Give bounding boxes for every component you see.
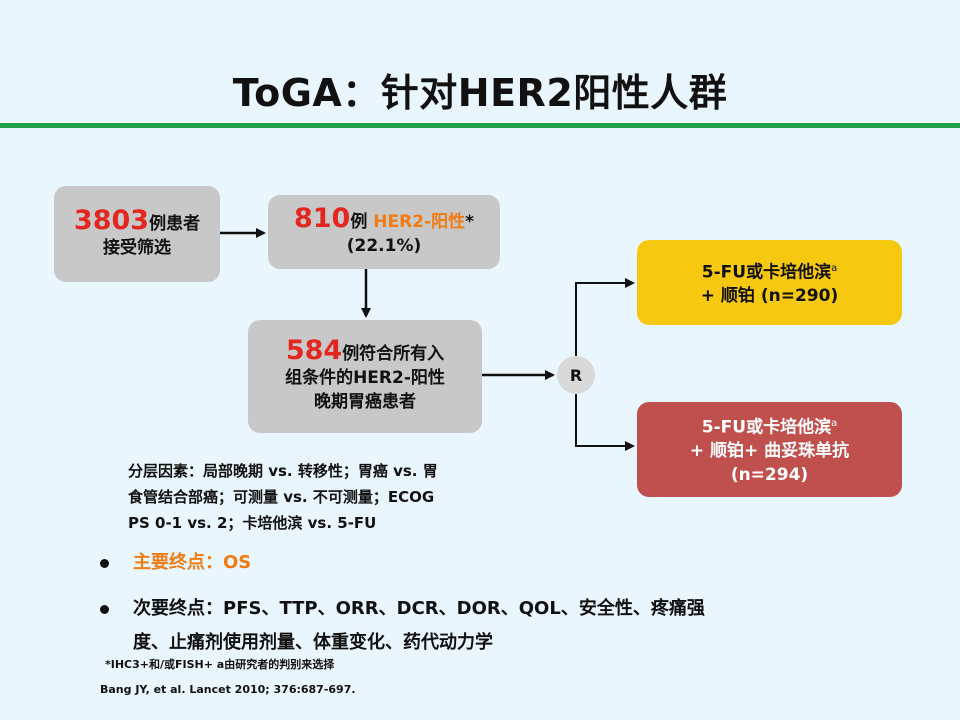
strat-line3: PS 0-1 vs. 2；卡培他滨 vs. 5-FU xyxy=(128,514,377,532)
secondary-endpoints-text: 次要终点：PFS、TTP、ORR、DCR、DOR、QOL、安全性、疼痛强 度、止… xyxy=(133,592,853,660)
her2-label-b: HER2-阳性 xyxy=(373,211,466,232)
arrow-r-to-arm1 xyxy=(575,278,635,356)
eligible-line3: 晚期胃癌患者 xyxy=(314,392,416,412)
secondary-line2: 度、止痛剂使用剂量、体重变化、药代动力学 xyxy=(133,632,493,653)
arrow-r-to-arm2 xyxy=(575,394,635,451)
strat-line1: 分层因素：局部晚期 vs. 转移性；胃癌 vs. 胃 xyxy=(128,462,438,480)
arm2-line2: + 顺铂+ 曲妥珠单抗 xyxy=(689,441,850,462)
arm-trastuzumab-box: 5-FU或卡培他滨a + 顺铂+ 曲妥珠单抗 (n=294) xyxy=(637,402,902,497)
footnote: *IHC3+和/或FISH+ a由研究者的判别来选择 xyxy=(105,658,335,671)
screened-patients-box: 3803例患者 接受筛选 xyxy=(54,186,220,282)
screened-line2: 接受筛选 xyxy=(103,237,171,258)
stratification-factors: 分层因素：局部晚期 vs. 转移性；胃癌 vs. 胃 食管结合部癌；可测量 vs… xyxy=(128,458,548,536)
bullet-dot xyxy=(100,559,109,568)
secondary-line1: 次要终点：PFS、TTP、ORR、DCR、DOR、QOL、安全性、疼痛强 xyxy=(133,598,705,619)
title-divider xyxy=(0,123,960,128)
randomization-node: R xyxy=(557,356,595,394)
arm1-line1: 5-FU或卡培他滨 xyxy=(701,262,832,283)
her2-count: 810 xyxy=(293,202,351,234)
screened-count: 3803 xyxy=(73,204,150,236)
slide-title: ToGA：针对HER2阳性人群 xyxy=(232,71,728,115)
arm1-line2: + 顺铂 (n=290) xyxy=(700,286,839,307)
bullet-dot xyxy=(100,605,109,614)
strat-line2: 食管结合部癌；可测量 vs. 不可测量；ECOG xyxy=(128,488,435,506)
her2-label-c: * xyxy=(465,211,474,232)
arm2-line3: (n=294) xyxy=(730,465,809,486)
primary-endpoint-text: 主要终点：OS xyxy=(133,552,252,573)
her2-positive-box: 810例 HER2-阳性* (22.1%) xyxy=(268,195,500,269)
her2-label-a: 例 xyxy=(350,211,374,232)
eligible-count: 584 xyxy=(285,335,343,366)
arm1-sup: a xyxy=(831,262,838,274)
eligible-line1: 例符合所有入 xyxy=(342,344,445,364)
arm2-sup: a xyxy=(831,417,838,429)
arm-control-box: 5-FU或卡培他滨a + 顺铂 (n=290) xyxy=(637,240,902,325)
arm2-line1: 5-FU或卡培他滨 xyxy=(701,417,832,438)
eligible-patients-box: 584例符合所有入 组条件的HER2-阳性 晚期胃癌患者 xyxy=(248,320,482,433)
reference: Bang JY, et al. Lancet 2010; 376:687-697… xyxy=(100,683,356,696)
eligible-line2: 组条件的HER2-阳性 xyxy=(285,368,445,388)
her2-percent: (22.1%) xyxy=(346,235,422,256)
screened-label: 例患者 xyxy=(149,213,201,234)
